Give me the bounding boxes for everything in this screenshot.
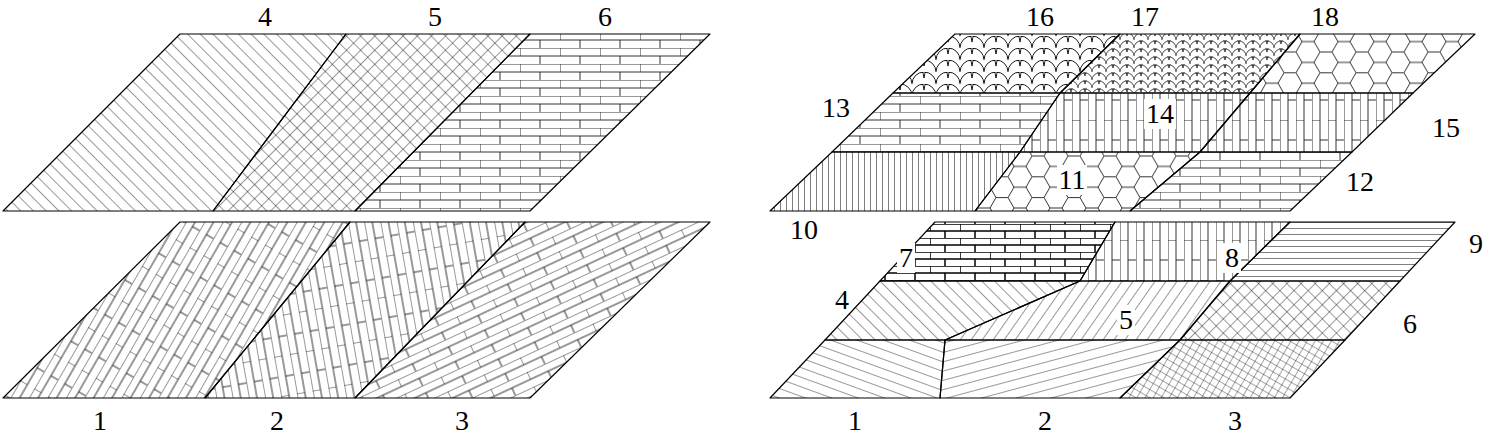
callout-number: 12 bbox=[1344, 167, 1376, 197]
callout-number: 1 bbox=[846, 406, 864, 436]
callout-number: 9 bbox=[1467, 229, 1485, 259]
callout-number: 3 bbox=[1226, 406, 1244, 436]
callout-number: 8 bbox=[1223, 243, 1241, 273]
callout-number: 2 bbox=[268, 406, 286, 436]
callout-number: 1 bbox=[91, 406, 109, 436]
callout-number: 11 bbox=[1057, 165, 1088, 195]
callout-number: 4 bbox=[256, 2, 274, 32]
callout-number: 18 bbox=[1309, 2, 1341, 32]
callout-number: 2 bbox=[1036, 406, 1054, 436]
callout-number: 4 bbox=[833, 285, 851, 315]
callout-number: 5 bbox=[426, 2, 444, 32]
callout-number: 17 bbox=[1129, 2, 1161, 32]
callout-number: 7 bbox=[897, 243, 915, 273]
callout-number: 14 bbox=[1144, 99, 1176, 129]
callout-number: 15 bbox=[1430, 113, 1462, 143]
callout-number: 13 bbox=[820, 93, 852, 123]
callout-number: 6 bbox=[1401, 309, 1419, 339]
callout-number: 16 bbox=[1024, 2, 1056, 32]
callout-number: 3 bbox=[453, 406, 471, 436]
callout-number: 5 bbox=[1117, 305, 1135, 335]
callout-number: 10 bbox=[788, 215, 820, 245]
callout-number: 6 bbox=[596, 2, 614, 32]
